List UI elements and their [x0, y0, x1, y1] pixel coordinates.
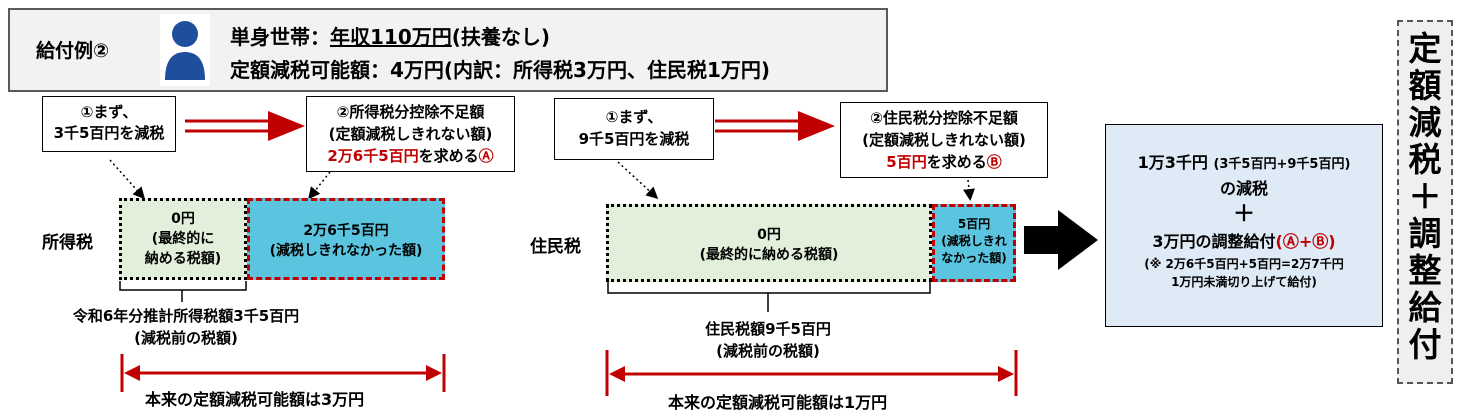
header-line-1-prefix: 単身世帯：	[230, 25, 330, 49]
side-label: 定額減税＋調整給付	[1408, 29, 1442, 364]
income-remaining-box: 2万6千5百円 (減税しきれなかった額)	[247, 198, 445, 280]
pointer-income-step1	[109, 159, 145, 200]
income-estimate-line1: 令和6年分推計所得税額3千5百円	[72, 307, 300, 325]
bracket-resident	[607, 281, 931, 312]
resident-zero-line1: 0円	[757, 227, 781, 243]
example-header: 給付例② 単身世帯：年収110万円(扶養なし) 定額減税可能額：4万円(内訳：所…	[8, 8, 888, 92]
income-step2-line1: ②所得税分控除不足額	[336, 103, 485, 121]
income-step1-line2: 3千5百円を減税	[53, 124, 165, 142]
resident-step2-note: ②住民税分控除不足額 (定額減税しきれない額) 5百円を求めるⒷ	[840, 102, 1048, 178]
range-arrow-resident	[605, 350, 1018, 396]
resident-estimate-line2: (減税前の税額)	[716, 342, 820, 360]
resident-step2-tail: を求める	[926, 153, 987, 171]
header-line-2: 定額減税可能額：4万円(内訳：所得税3万円、住民税1万円)	[230, 58, 771, 82]
resident-remaining-line3: なかった額)	[941, 251, 1007, 265]
result-plus: ＋	[1232, 202, 1255, 227]
result-note1: (※ 2万6千5百円+5百円=2万7千円	[1144, 257, 1344, 271]
resident-step1-note: ①まず、 9千5百円を減税	[554, 98, 714, 160]
double-arrow-income	[185, 111, 305, 141]
pointer-resident-step2	[963, 179, 975, 201]
resident-zero-line2: (最終的に納める税額)	[699, 247, 839, 263]
bracket-income	[119, 281, 247, 302]
header-line-1: 単身世帯：年収110万円(扶養なし)	[230, 21, 550, 50]
income-estimate-caption: 令和6年分推計所得税額3千5百円 (減税前の税額)	[30, 305, 342, 349]
resident-step1-line2: 9千5百円を減税	[578, 130, 690, 148]
mark-a: Ⓐ	[478, 147, 494, 165]
resident-estimate-caption: 住民税額9千5百円 (減税前の税額)	[668, 318, 868, 362]
income-step2-tail: を求める	[418, 147, 479, 165]
header-line-1-suffix: (扶養なし)	[451, 25, 551, 49]
resident-final-tax-box: 0円 (最終的に納める税額)	[606, 204, 932, 282]
income-remaining-line2: (減税しきれなかった額)	[269, 243, 423, 259]
resident-tax-label: 住民税	[530, 237, 581, 257]
income-remaining-line1: 2万6千5百円	[303, 223, 389, 239]
result-benefit: 3万円の調整給付	[1152, 232, 1276, 251]
income-estimate-line2: (減税前の税額)	[134, 329, 238, 347]
resident-step2-line3: 5百円を求めるⒷ	[841, 151, 1047, 173]
result-line2: の減税	[1219, 179, 1268, 198]
income-zero-line2: (最終的に	[151, 231, 215, 247]
result-reduction-total: 1万3千円	[1137, 153, 1208, 172]
header-income: 年収110万円	[330, 25, 452, 49]
resident-remaining-line2: (減税しきれ	[941, 234, 1007, 248]
pointer-resident-step1	[617, 161, 659, 200]
result-reduction-detail: (3千5百円+9千5百円)	[1213, 157, 1351, 172]
example-label: 給付例②	[36, 40, 110, 62]
resident-step1-line1: ①まず、	[605, 108, 663, 126]
pointer-income-step2	[308, 171, 331, 200]
result-line1: 1万3千円 (3千5百円+9千5百円)	[1106, 151, 1382, 177]
income-step2-line3: 2万6千5百円を求めるⒶ	[307, 145, 514, 167]
income-step2-line2: (定額減税しきれない額)	[328, 125, 493, 143]
income-tax-label: 所得税	[42, 233, 93, 253]
resident-possible-label: 本来の定額減税可能額は1万円	[668, 393, 888, 412]
result-note2: 1万円未満切り上げて給付)	[1171, 275, 1317, 289]
resident-remaining-box: 5百円 (減税しきれ なかった額)	[932, 204, 1016, 282]
resident-estimate-line1: 住民税額9千5百円	[705, 320, 831, 338]
income-shortfall-amount: 2万6千5百円	[327, 147, 419, 165]
income-step1-line1: ①まず、	[80, 103, 138, 121]
side-label-box: 定額減税＋調整給付	[1397, 20, 1453, 384]
double-arrow-resident	[715, 111, 835, 141]
income-zero-line3: 納める税額)	[144, 251, 222, 267]
mark-b: Ⓑ	[986, 153, 1002, 171]
result-arrow	[1024, 210, 1098, 270]
income-step2-note: ②所得税分控除不足額 (定額減税しきれない額) 2万6千5百円を求めるⒶ	[306, 96, 515, 172]
income-zero-line1: 0円	[171, 211, 195, 227]
resident-step2-line2: (定額減税しきれない額)	[862, 131, 1026, 149]
income-step1-note: ①まず、 3千5百円を減税	[42, 96, 176, 152]
result-box: 1万3千円 (3千5百円+9千5百円) の減税 ＋ 3万円の調整給付(Ⓐ+Ⓑ) …	[1105, 124, 1383, 327]
result-line3: 3万円の調整給付(Ⓐ+Ⓑ)	[1106, 229, 1382, 255]
resident-remaining-line1: 5百円	[957, 217, 991, 231]
person-icon	[160, 14, 210, 86]
resident-step2-line1: ②住民税分控除不足額	[870, 109, 1018, 127]
income-final-tax-box: 0円 (最終的に 納める税額)	[119, 198, 247, 280]
income-possible-label: 本来の定額減税可能額は3万円	[145, 390, 365, 409]
resident-shortfall-amount: 5百円	[886, 153, 927, 171]
result-mark-ab: (Ⓐ+Ⓑ)	[1275, 232, 1336, 251]
range-arrow-income	[120, 354, 446, 392]
